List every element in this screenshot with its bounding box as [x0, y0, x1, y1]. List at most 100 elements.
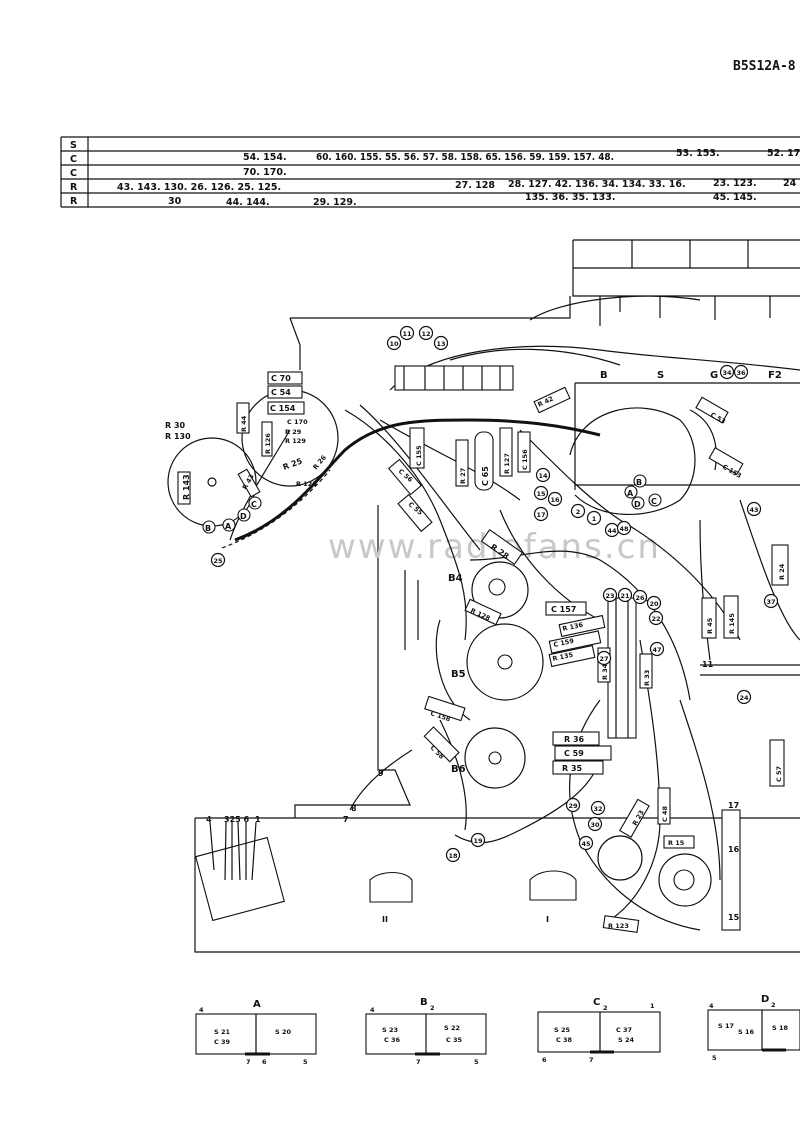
svg-text:25: 25 — [213, 557, 223, 565]
svg-text:24: 24 — [739, 694, 749, 702]
svg-text:C 57: C 57 — [775, 766, 783, 782]
svg-text:30: 30 — [590, 821, 600, 829]
right-components: R 45 R 145 R 24 C 57 C 48 R 23 R 15 R 12… — [597, 544, 800, 933]
circled-number-45: 45 — [578, 835, 594, 851]
svg-text:11: 11 — [702, 660, 714, 669]
svg-text:S 20: S 20 — [275, 1028, 291, 1036]
circled-number-36: 36 — [733, 364, 749, 380]
svg-text:7: 7 — [589, 1056, 594, 1064]
coil-b2: B 2 S 23 C 36 S 22 C 35 4 7 5 — [365, 997, 487, 1066]
svg-text:C 38: C 38 — [556, 1036, 573, 1044]
table-cell: 43. 143. 130. 26. 126. 25. 125. — [117, 182, 281, 193]
tube-b4: B4 R 28 R 128 C 157 — [448, 529, 587, 626]
svg-text:A: A — [627, 489, 634, 498]
svg-text:C 170: C 170 — [287, 418, 308, 426]
section-g: G — [710, 370, 718, 381]
svg-text:32: 32 — [593, 805, 602, 813]
svg-text:4: 4 — [206, 815, 212, 824]
tube-label-b5: B5 — [451, 669, 466, 680]
svg-text:26: 26 — [635, 594, 645, 602]
svg-text:19: 19 — [473, 837, 483, 845]
table-cell: 24 — [783, 178, 797, 189]
terminal-b — [202, 520, 216, 534]
coil-a: A S 21 C 39 S 20 4 7 6 5 — [195, 999, 317, 1066]
circled-number-14: 14 — [535, 467, 551, 483]
circled-number-13: 13 — [433, 335, 449, 351]
svg-text:17: 17 — [728, 801, 739, 810]
svg-text:C 37: C 37 — [616, 1026, 632, 1034]
svg-text:4: 4 — [370, 1006, 375, 1014]
svg-text:2: 2 — [771, 1001, 776, 1009]
coil-title: A — [253, 999, 261, 1010]
svg-text:B: B — [636, 478, 642, 487]
circled-number-29: 29 — [565, 797, 581, 813]
table-cell: 135. 36. 35. 133. — [525, 192, 615, 203]
svg-text:S 17: S 17 — [718, 1022, 734, 1030]
svg-text:13: 13 — [436, 340, 445, 348]
circled-number-32: 32 — [590, 800, 606, 816]
chassis-outline — [194, 239, 800, 953]
svg-text:16: 16 — [550, 496, 560, 504]
svg-text:R 15: R 15 — [668, 839, 685, 847]
svg-text:C: C — [651, 497, 657, 506]
svg-text:43: 43 — [749, 506, 758, 514]
section-s: S — [657, 370, 664, 381]
coil-diagrams: A S 21 C 39 S 20 4 7 6 5 B 2 S 23 C 36 S… — [195, 994, 800, 1066]
pin-strip-center: R 34 R 33 — [597, 597, 653, 739]
circled-number-1: 1 — [586, 510, 602, 526]
table-cell: 53. 153. — [676, 148, 720, 159]
circled-number-23: 23 — [602, 587, 618, 603]
circled-number-17: 17 — [533, 506, 549, 522]
coil-title: D — [761, 994, 769, 1005]
svg-text:2: 2 — [576, 508, 581, 516]
svg-text:34: 34 — [722, 369, 732, 377]
svg-text:R 25: R 25 — [282, 456, 304, 471]
svg-text:C 155: C 155 — [415, 445, 423, 466]
circled-number-18: 18 — [445, 847, 461, 863]
svg-text:C 65: C 65 — [481, 466, 490, 486]
section-b: B — [600, 370, 608, 381]
plug-ii: II — [382, 915, 388, 924]
svg-text:22: 22 — [651, 615, 660, 623]
svg-text:48: 48 — [619, 525, 629, 533]
svg-text:C 59: C 59 — [564, 749, 584, 758]
svg-text:R 29: R 29 — [285, 428, 302, 436]
svg-text:8: 8 — [351, 804, 357, 813]
svg-text:2: 2 — [603, 1004, 608, 1012]
svg-text:C 35: C 35 — [446, 1036, 463, 1044]
svg-text:5: 5 — [712, 1054, 717, 1062]
svg-text:20: 20 — [649, 600, 659, 608]
svg-text:C 156: C 156 — [521, 449, 529, 470]
svg-text:S 21: S 21 — [214, 1028, 230, 1036]
bottom-connectors: 4 325 6 1 II I 9 8 7 17 16 15 11 — [195, 660, 740, 924]
circled-number-20: 20 — [646, 595, 662, 611]
circled-number-19: 19 — [470, 832, 486, 848]
svg-text:1: 1 — [650, 1002, 655, 1010]
svg-text:S 23: S 23 — [382, 1026, 398, 1034]
svg-text:7: 7 — [343, 815, 349, 824]
svg-text:18: 18 — [448, 852, 458, 860]
svg-text:29: 29 — [568, 802, 578, 810]
svg-text:R 26: R 26 — [311, 453, 328, 471]
svg-text:C 154: C 154 — [270, 404, 296, 413]
resistor-r143 — [177, 471, 191, 505]
svg-text:17: 17 — [536, 511, 545, 519]
svg-text:14: 14 — [538, 472, 548, 480]
svg-text:7: 7 — [416, 1058, 421, 1066]
table-key-c: C — [70, 168, 77, 179]
coil-title: B — [420, 997, 428, 1008]
circled-number-21: 21 — [617, 587, 633, 603]
table-key-r: R — [70, 196, 78, 207]
svg-text:4: 4 — [709, 1002, 714, 1010]
svg-text:R 123: R 123 — [608, 922, 629, 930]
svg-text:10: 10 — [389, 340, 399, 348]
svg-text:R 129: R 129 — [285, 437, 306, 445]
table-cell: 28. 127. 42. 136. 34. 134. 33. 16. — [508, 179, 686, 190]
svg-text:325 6: 325 6 — [224, 815, 249, 824]
svg-text:S 22: S 22 — [444, 1024, 460, 1032]
table-cell: 29. 129. — [313, 197, 357, 208]
table-cell: 27. 128 — [455, 180, 495, 191]
svg-text:R 27: R 27 — [459, 468, 467, 484]
table-cell: 23. 123. — [713, 178, 757, 189]
